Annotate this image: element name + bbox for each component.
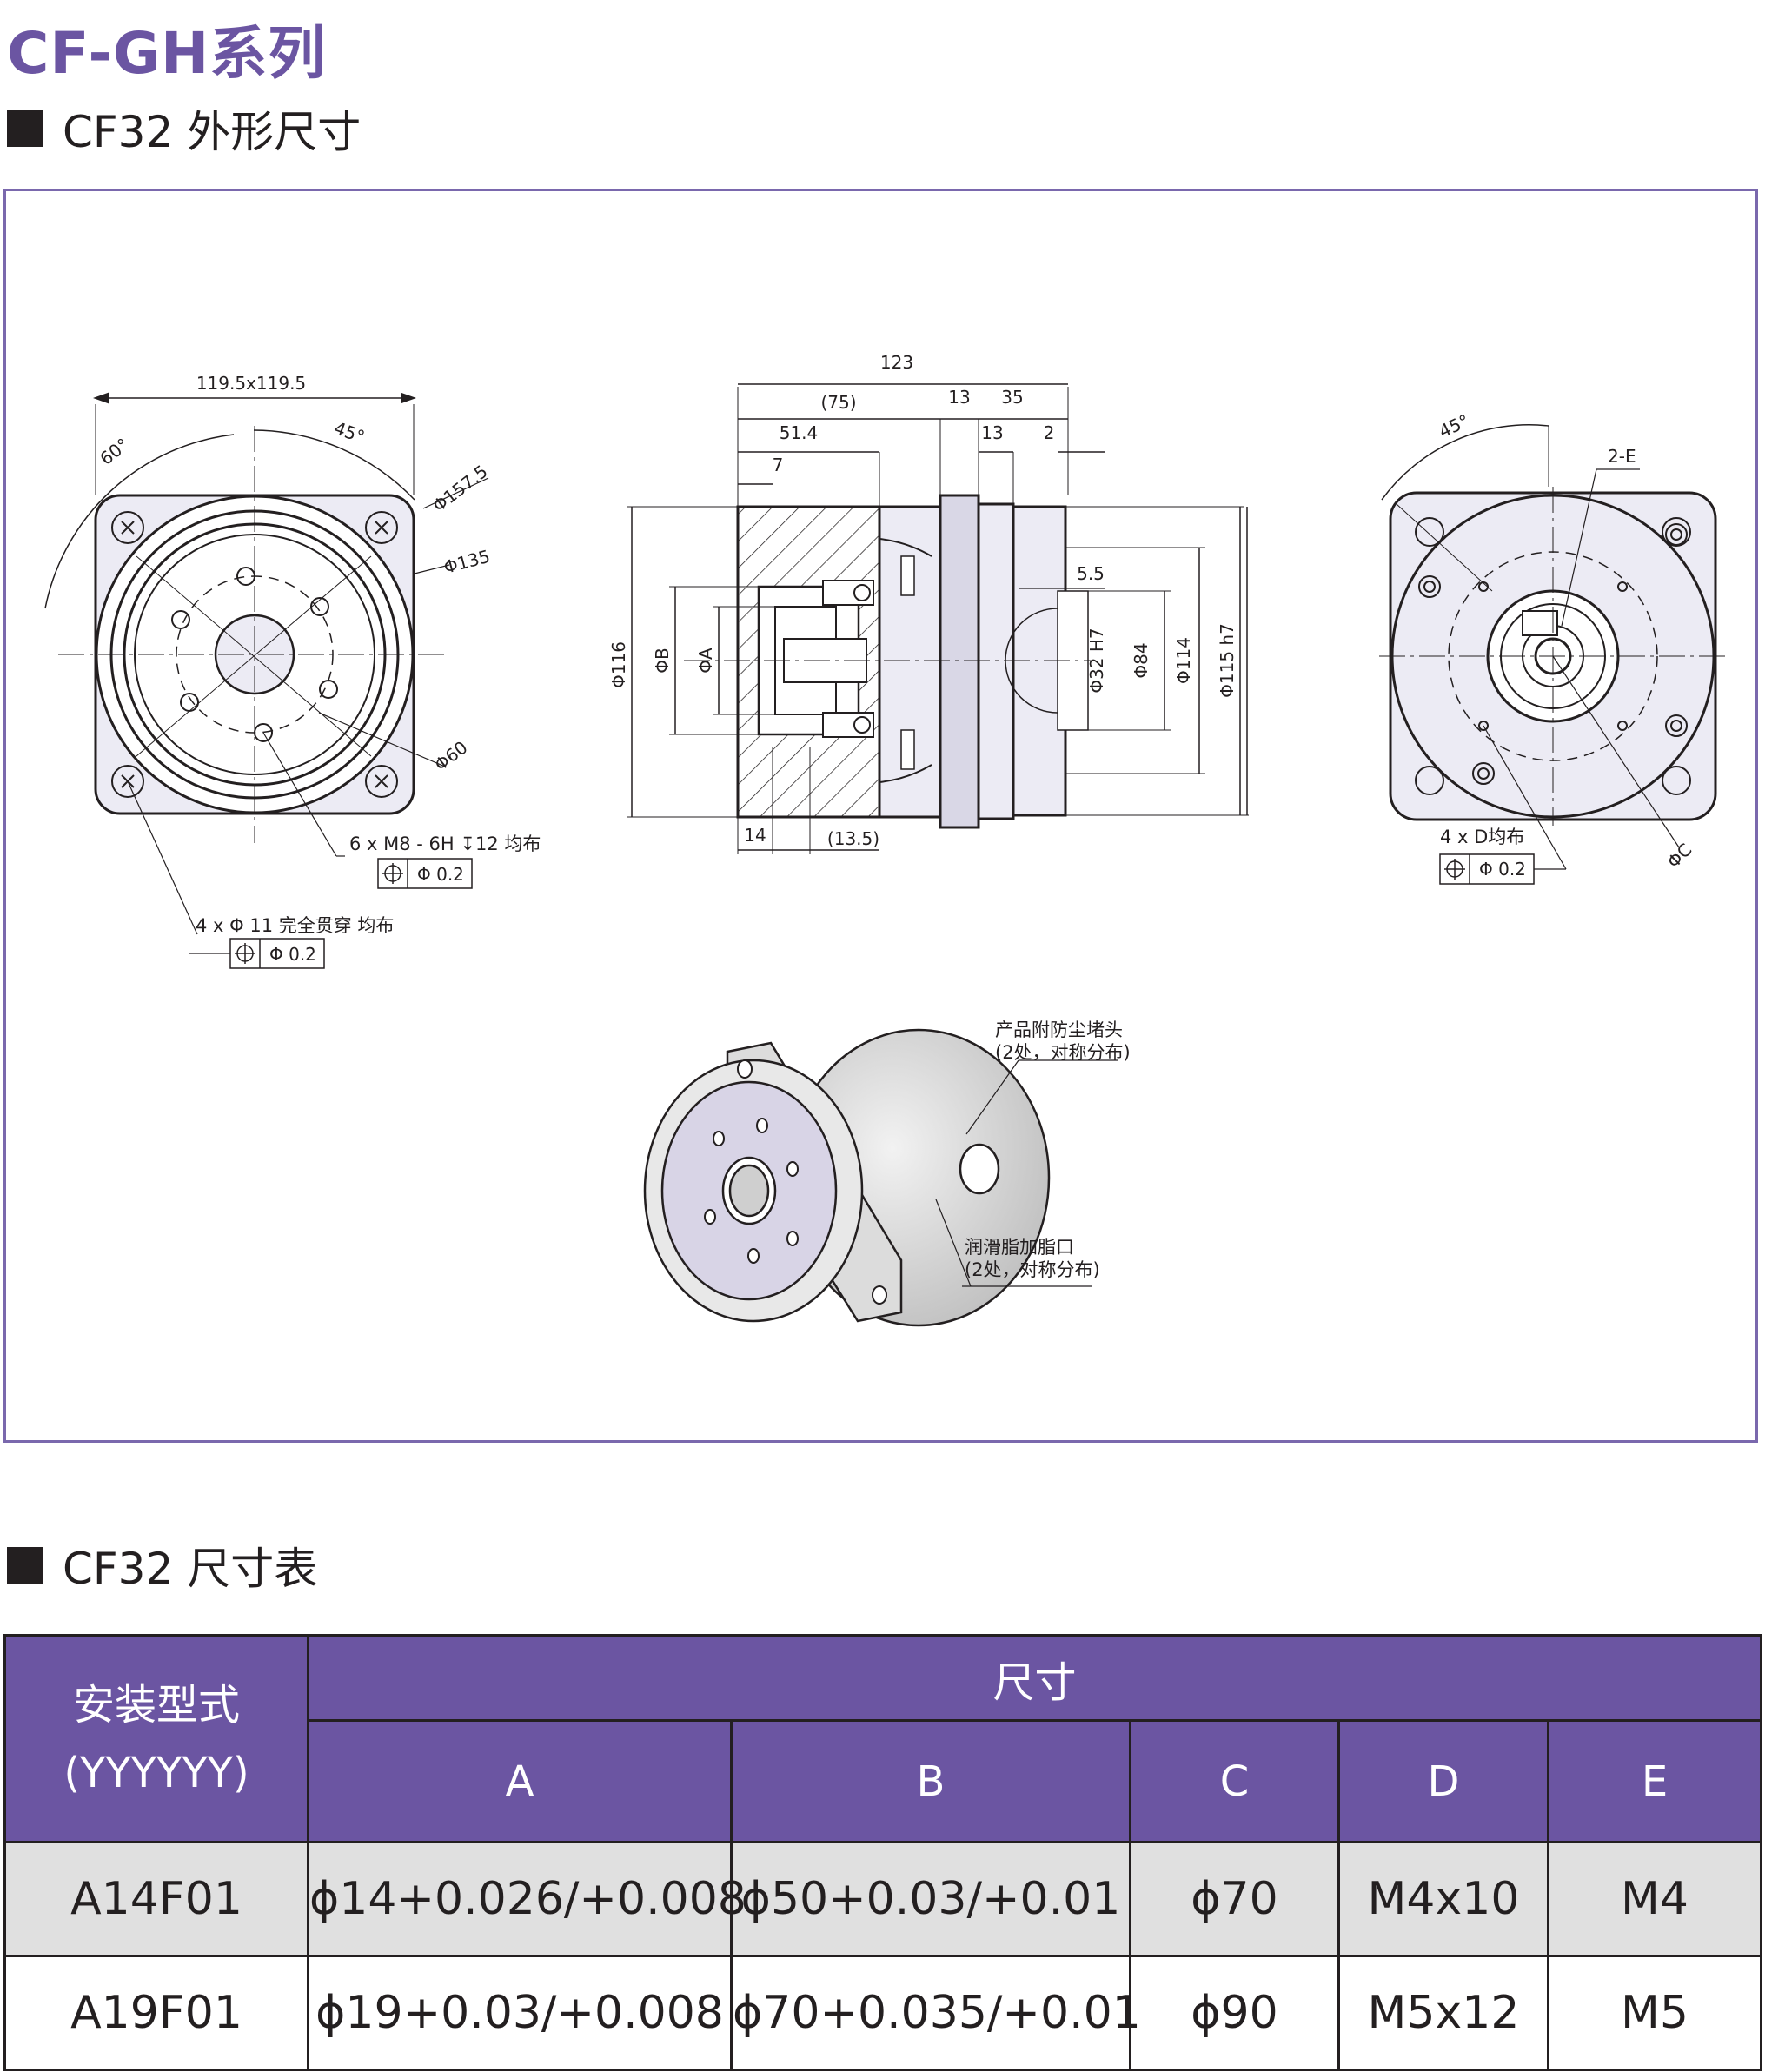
square-bullet-icon — [7, 1547, 43, 1584]
dim-123: 123 — [880, 352, 913, 373]
header-mount-label: 安装型式 — [72, 1680, 240, 1730]
dim-84: Φ84 — [1131, 642, 1151, 678]
cell-d: M4x10 — [1337, 1841, 1549, 1957]
dim-a: ΦA — [695, 648, 716, 674]
rear-angle-45: 45° — [1436, 410, 1472, 442]
cell-a: ϕ14+0.026/+0.008 — [307, 1841, 746, 1957]
note-grease-2: (2处，对称分布) — [965, 1259, 1100, 1280]
dim-angle-60: 60° — [96, 434, 133, 469]
front-view — [44, 392, 489, 969]
dim-b: ΦB — [652, 648, 673, 673]
header-dimensions: 尺寸 — [306, 1634, 1763, 1722]
tolerance-1: Φ 0.2 — [417, 864, 464, 885]
square-bullet-icon — [7, 110, 43, 147]
header-mount-code: (YYYYYY) — [63, 1748, 249, 1797]
cell-e: M4 — [1546, 1841, 1763, 1957]
cell-b: ϕ50+0.03/+0.01 — [730, 1841, 1131, 1957]
dim-75: (75) — [820, 392, 856, 413]
iso-view — [643, 1028, 1118, 1327]
cell-a: ϕ19+0.03/+0.008 — [307, 1955, 733, 2071]
dimension-table: 安装型式 (YYYYYY) 尺寸 A B C D E A14F01 ϕ14+0.… — [3, 1634, 1763, 2071]
header-col-b: B — [730, 1719, 1131, 1843]
dim-angle-45: 45° — [331, 417, 368, 448]
cell-e: M5 — [1546, 1955, 1763, 2071]
note-grease-1: 润滑脂加脂口 — [965, 1237, 1074, 1258]
rear-view — [1379, 424, 1727, 885]
dim-7: 7 — [773, 455, 784, 475]
section-heading-text: CF32 尺寸表 — [63, 1544, 318, 1594]
dim-13b: 13 — [981, 422, 1003, 443]
series-title: CF-GH系列 — [7, 20, 327, 87]
table-row: A19F01 ϕ19+0.03/+0.008 ϕ70+0.035/+0.01 ϕ… — [3, 1955, 1763, 2071]
header-col-d: D — [1337, 1719, 1549, 1843]
dim-dia-60: Φ60 — [430, 737, 471, 775]
dim-2: 2 — [1044, 422, 1055, 443]
dim-51: 51.4 — [780, 422, 819, 443]
section-heading-text: CF32 外形尺寸 — [63, 107, 362, 157]
technical-drawing: 119.5x119.5 60° 45° Φ157.5 Φ135 Φ60 6 x … — [44, 352, 1727, 1327]
side-view — [627, 383, 1249, 854]
cell-mount: A19F01 — [3, 1955, 309, 2071]
header-col-c: C — [1129, 1719, 1340, 1843]
drawing-frame: 119.5x119.5 60° 45° Φ157.5 Φ135 Φ60 6 x … — [3, 189, 1758, 1443]
dim-32: Φ32 H7 — [1086, 628, 1107, 693]
rear-label-c: ΦC — [1663, 840, 1696, 873]
thread-note: 6 x M8 - 6H ↧12 均布 — [349, 833, 541, 854]
dim-dia-157: Φ157.5 — [428, 461, 491, 516]
rear-label-2e: 2-E — [1608, 446, 1636, 467]
header-mount-type: 安装型式 (YYYYYY) — [3, 1634, 309, 1843]
dim-13a: 13 — [948, 387, 970, 408]
hole-note: 4 x Φ 11 完全贯穿 均布 — [196, 915, 394, 936]
dim-dia-135: Φ135 — [441, 546, 492, 578]
dim-114: Φ114 — [1173, 637, 1194, 684]
cell-c: ϕ90 — [1129, 1955, 1340, 2071]
table-row: A14F01 ϕ14+0.026/+0.008 ϕ50+0.03/+0.01 ϕ… — [3, 1841, 1763, 1957]
cell-c: ϕ70 — [1129, 1841, 1340, 1957]
dim-35: 35 — [1001, 387, 1023, 408]
note-dust-1: 产品附防尘堵头 — [995, 1019, 1123, 1040]
dim-14: 14 — [744, 825, 766, 846]
dim-13.5: (13.5) — [827, 828, 879, 849]
section-heading-outline: CF32 外形尺寸 — [7, 97, 361, 160]
dim-width: 119.5x119.5 — [196, 373, 306, 394]
section-heading-table: CF32 尺寸表 — [7, 1534, 317, 1597]
dim-115: Φ115 h7 — [1217, 623, 1237, 698]
tolerance-2: Φ 0.2 — [269, 944, 316, 965]
dim-116: Φ116 — [608, 641, 629, 688]
cell-mount: A14F01 — [3, 1841, 309, 1957]
cell-b: ϕ70+0.035/+0.01 — [730, 1955, 1141, 2071]
rear-corner-holes — [1415, 517, 1691, 795]
rear-d-note: 4 x D均布 — [1440, 827, 1524, 847]
rear-thread-holes — [1418, 523, 1688, 785]
note-dust-2: (2处，对称分布) — [995, 1042, 1131, 1063]
cell-d: M5x12 — [1337, 1955, 1549, 2071]
dim-5.5: 5.5 — [1077, 563, 1105, 584]
rear-tolerance: Φ 0.2 — [1479, 859, 1526, 880]
header-col-e: E — [1546, 1719, 1763, 1843]
header-col-a: A — [307, 1719, 733, 1843]
